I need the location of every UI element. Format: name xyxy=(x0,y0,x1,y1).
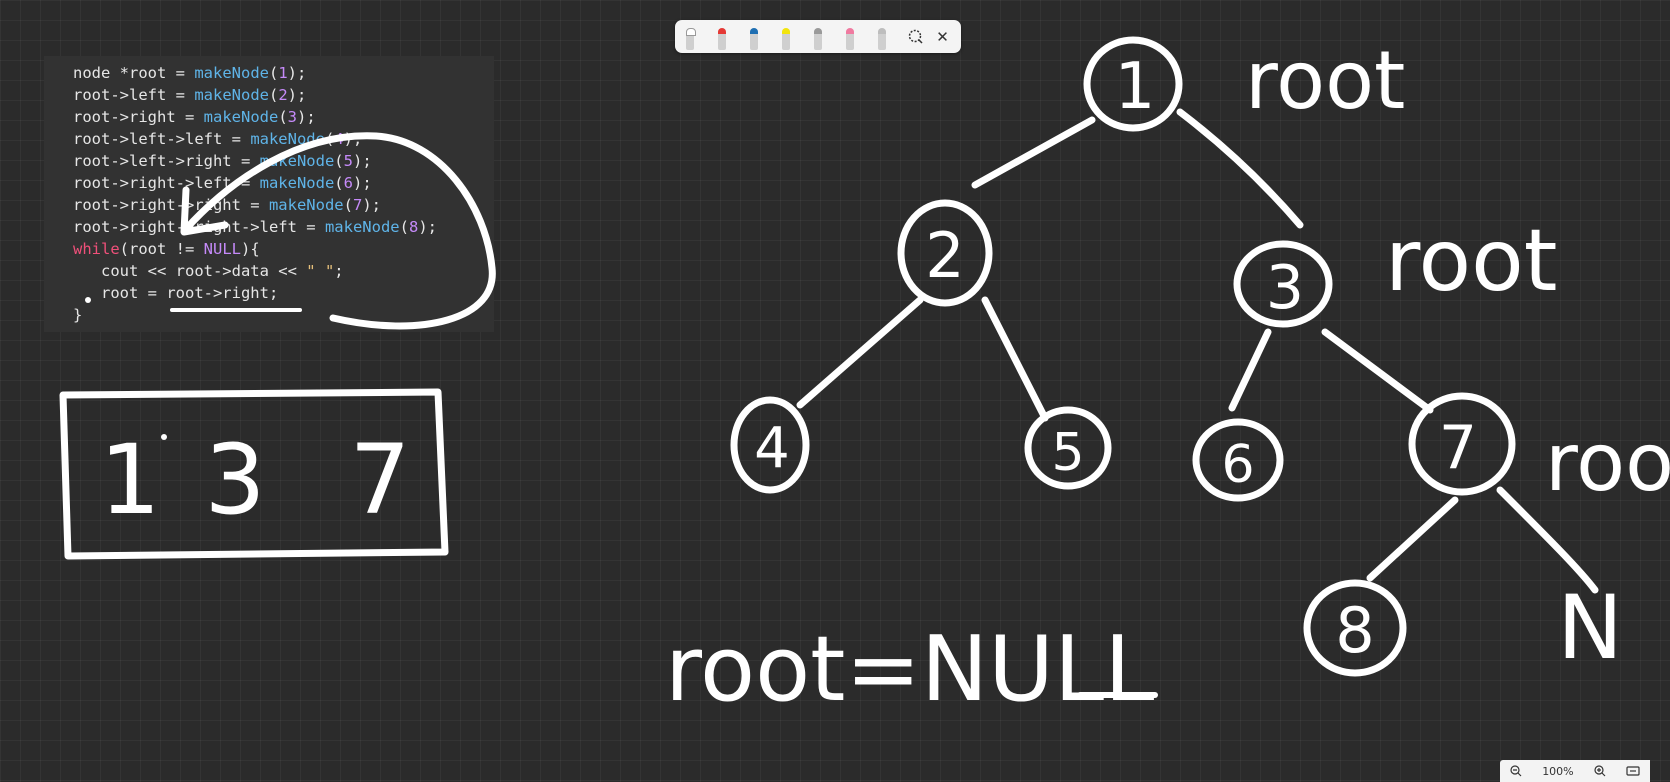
close-button[interactable]: ✕ xyxy=(934,27,951,47)
tree-edge xyxy=(796,296,924,409)
code-line: root->right->left = makeNode(6); xyxy=(73,174,372,192)
output-value: 7 xyxy=(349,424,410,536)
tree-node-label: 5 xyxy=(1051,423,1084,483)
code-line: root = root->right; xyxy=(73,284,279,302)
pen-blue-tool[interactable] xyxy=(747,24,761,50)
tree-node-label: 2 xyxy=(925,219,964,292)
pen-red-tool[interactable] xyxy=(715,24,729,50)
output-box xyxy=(59,388,449,560)
code-line: root->right->right = makeNode(7); xyxy=(73,196,381,214)
code-line: root->left = makeNode(2); xyxy=(73,86,307,104)
tree-node-label: 1 xyxy=(1115,50,1156,124)
ink-toolbar: ✕ xyxy=(675,20,961,53)
zoom-out-icon[interactable] xyxy=(1510,765,1522,777)
tree-node-circle xyxy=(1024,406,1112,490)
tree-edge xyxy=(1366,496,1459,582)
tree-node-circle xyxy=(1192,418,1284,502)
root-label: root xyxy=(1545,416,1670,509)
tree-edge xyxy=(1228,328,1272,412)
eraser-tool[interactable] xyxy=(875,24,889,50)
tree-node-circle xyxy=(1303,579,1407,677)
ink-dot xyxy=(161,434,167,440)
tree-null-label: N xyxy=(1557,576,1623,679)
pen-pink-tool[interactable] xyxy=(843,24,857,50)
root-label: root xyxy=(1385,211,1557,311)
tree-node-label: 4 xyxy=(754,416,790,481)
pen-white-tool[interactable] xyxy=(683,24,697,50)
code-line: cout << root->data << " "; xyxy=(73,262,344,280)
tree-node-circle xyxy=(1083,36,1183,132)
tree-edge xyxy=(971,116,1096,189)
close-icon: ✕ xyxy=(936,27,949,46)
zoom-controls: 100% xyxy=(1500,760,1650,782)
lasso-icon xyxy=(908,29,923,44)
condition-label: root=NULL xyxy=(665,617,1154,722)
loop-arrow xyxy=(181,132,496,330)
highlighter-yellow-tool[interactable] xyxy=(779,24,793,50)
fit-to-screen-icon[interactable] xyxy=(1626,765,1640,777)
tree-node-label: 8 xyxy=(1335,594,1374,667)
zoom-level: 100% xyxy=(1542,764,1574,778)
code-line: root->right = makeNode(3); xyxy=(73,108,316,126)
tree-edge xyxy=(1176,108,1304,229)
loop-arrowhead xyxy=(180,186,229,236)
output-value: 1 xyxy=(99,424,160,536)
tree-edge xyxy=(981,296,1049,422)
code-line: } xyxy=(73,306,83,324)
tree-node-label: 6 xyxy=(1221,435,1254,495)
ink-dot xyxy=(85,297,91,303)
tree-node-circle xyxy=(1408,392,1516,496)
tree-node-circle xyxy=(730,396,810,494)
tree-edge xyxy=(1496,486,1599,594)
root-label: root xyxy=(1245,34,1405,127)
output-value: 3 xyxy=(204,424,265,536)
zoom-in-icon[interactable] xyxy=(1594,765,1606,777)
code-line: while(root != NULL){ xyxy=(73,240,260,258)
pencil-gray-tool[interactable] xyxy=(811,24,825,50)
tree-node-circle xyxy=(897,199,993,307)
tree-node-label: 7 xyxy=(1439,413,1477,483)
tree-node-circle xyxy=(1233,240,1333,328)
tree-node-label: 3 xyxy=(1266,253,1304,323)
code-line: root->left->right = makeNode(5); xyxy=(73,152,372,170)
tree-edge xyxy=(1321,328,1434,414)
code-line: node *root = makeNode(1); xyxy=(73,64,307,82)
lasso-button[interactable] xyxy=(907,27,924,47)
